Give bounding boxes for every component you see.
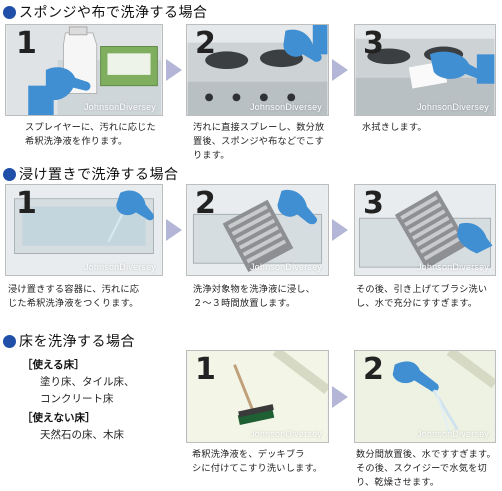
step-number: 2 [195, 186, 216, 221]
step-caption: 希釈洗浄液を、デッキブラ シに付けてこすり洗いします。 [192, 449, 323, 474]
basin-pour-illustration [6, 185, 162, 275]
bullet-dot-icon [3, 167, 16, 181]
usable-floor-item: コンクリート床 [40, 393, 114, 405]
next-arrow-icon [332, 219, 348, 241]
brush-wash-illustration [355, 185, 495, 275]
section-title-floor: 床を洗浄する場合 [3, 331, 135, 351]
spray-bottle-illustration [6, 25, 162, 115]
step-number: 1 [16, 186, 37, 221]
section-title-sponge: スポンジや布で洗浄する場合 [3, 2, 208, 22]
step-caption: その後、引き上げてブラシ洗い し、水で充分にすすぎます。 [356, 284, 488, 309]
section-title-soak: 浸け置きで洗浄する場合 [3, 164, 179, 184]
step-number: 1 [16, 26, 37, 61]
next-arrow-icon [166, 219, 182, 241]
section-title-text: 浸け置きで洗浄する場合 [19, 167, 179, 183]
step-caption: 浸け置きする容器に、汚れに応 じた希釈洗浄液をつくります。 [8, 284, 140, 309]
step-number: 3 [363, 26, 384, 61]
step-caption: 汚れに直接スプレーし、数分放 置後、スポンジや布などでこす ります。 [193, 122, 325, 161]
step-photo-soak-1: 1 JohnsonDiversey [5, 184, 163, 276]
brand-watermark: JohnsonDiversey [416, 429, 489, 439]
step-caption: 洗浄対象物を洗浄液に浸し、 ２～３時間放置します。 [193, 284, 316, 309]
brand-watermark: JohnsonDiversey [249, 102, 322, 112]
step-photo-sponge-2: 2 JohnsonDiversey [186, 24, 329, 116]
step-photo-sponge-3: 3 JohnsonDiversey [354, 24, 496, 116]
next-arrow-icon [166, 59, 182, 81]
step-photo-floor-2: 2 JohnsonDiversey [354, 350, 496, 443]
next-arrow-icon [332, 59, 348, 81]
step-photo-sponge-1: 1 JohnsonDiversey [5, 24, 163, 116]
section-title-text: 床を洗浄する場合 [19, 334, 135, 350]
step-caption: スプレイヤーに、汚れに応じた 希釈洗浄液を作ります。 [25, 122, 156, 147]
deck-brush-illustration [187, 351, 328, 442]
step-number: 2 [195, 26, 216, 61]
step-photo-soak-2: 2 JohnsonDiversey [186, 184, 329, 276]
brand-watermark: JohnsonDiversey [249, 429, 322, 439]
wipe-illustration [355, 25, 495, 115]
step-caption: 数分間放置後、水ですすぎます。 その後、スクイジーで水気を切 り、乾燥させます。 [356, 449, 496, 488]
unusable-floor-heading: ［使えない床］ [22, 412, 96, 424]
bullet-dot-icon [3, 334, 16, 348]
unusable-floor-item: 天然石の床、木床 [40, 429, 124, 441]
brand-watermark: JohnsonDiversey [83, 262, 156, 272]
brand-watermark: JohnsonDiversey [83, 102, 156, 112]
brand-watermark: JohnsonDiversey [249, 262, 322, 272]
usable-floor-heading: ［使える床］ [22, 359, 85, 371]
section-title-text: スポンジや布で洗浄する場合 [19, 5, 208, 21]
stove-spray-illustration [187, 25, 328, 115]
bullet-dot-icon [3, 5, 16, 19]
floor-type-list: ［使える床］ 塗り床、タイル床、 コンクリート床 ［使えない床］ 天然石の床、木… [22, 357, 182, 444]
step-caption: 水拭きします。 [362, 122, 427, 133]
step-number: 1 [195, 352, 216, 387]
filter-soak-illustration [187, 185, 328, 275]
step-number: 3 [363, 186, 384, 221]
rinse-hose-illustration [355, 351, 495, 442]
next-arrow-icon [332, 386, 348, 408]
step-number: 2 [363, 352, 384, 387]
brand-watermark: JohnsonDiversey [416, 262, 489, 272]
brand-watermark: JohnsonDiversey [416, 102, 489, 112]
step-photo-soak-3: 3 JohnsonDiversey [354, 184, 496, 276]
usable-floor-item: 塗り床、タイル床、 [40, 376, 135, 388]
step-photo-floor-1: 1 JohnsonDiversey [186, 350, 329, 443]
